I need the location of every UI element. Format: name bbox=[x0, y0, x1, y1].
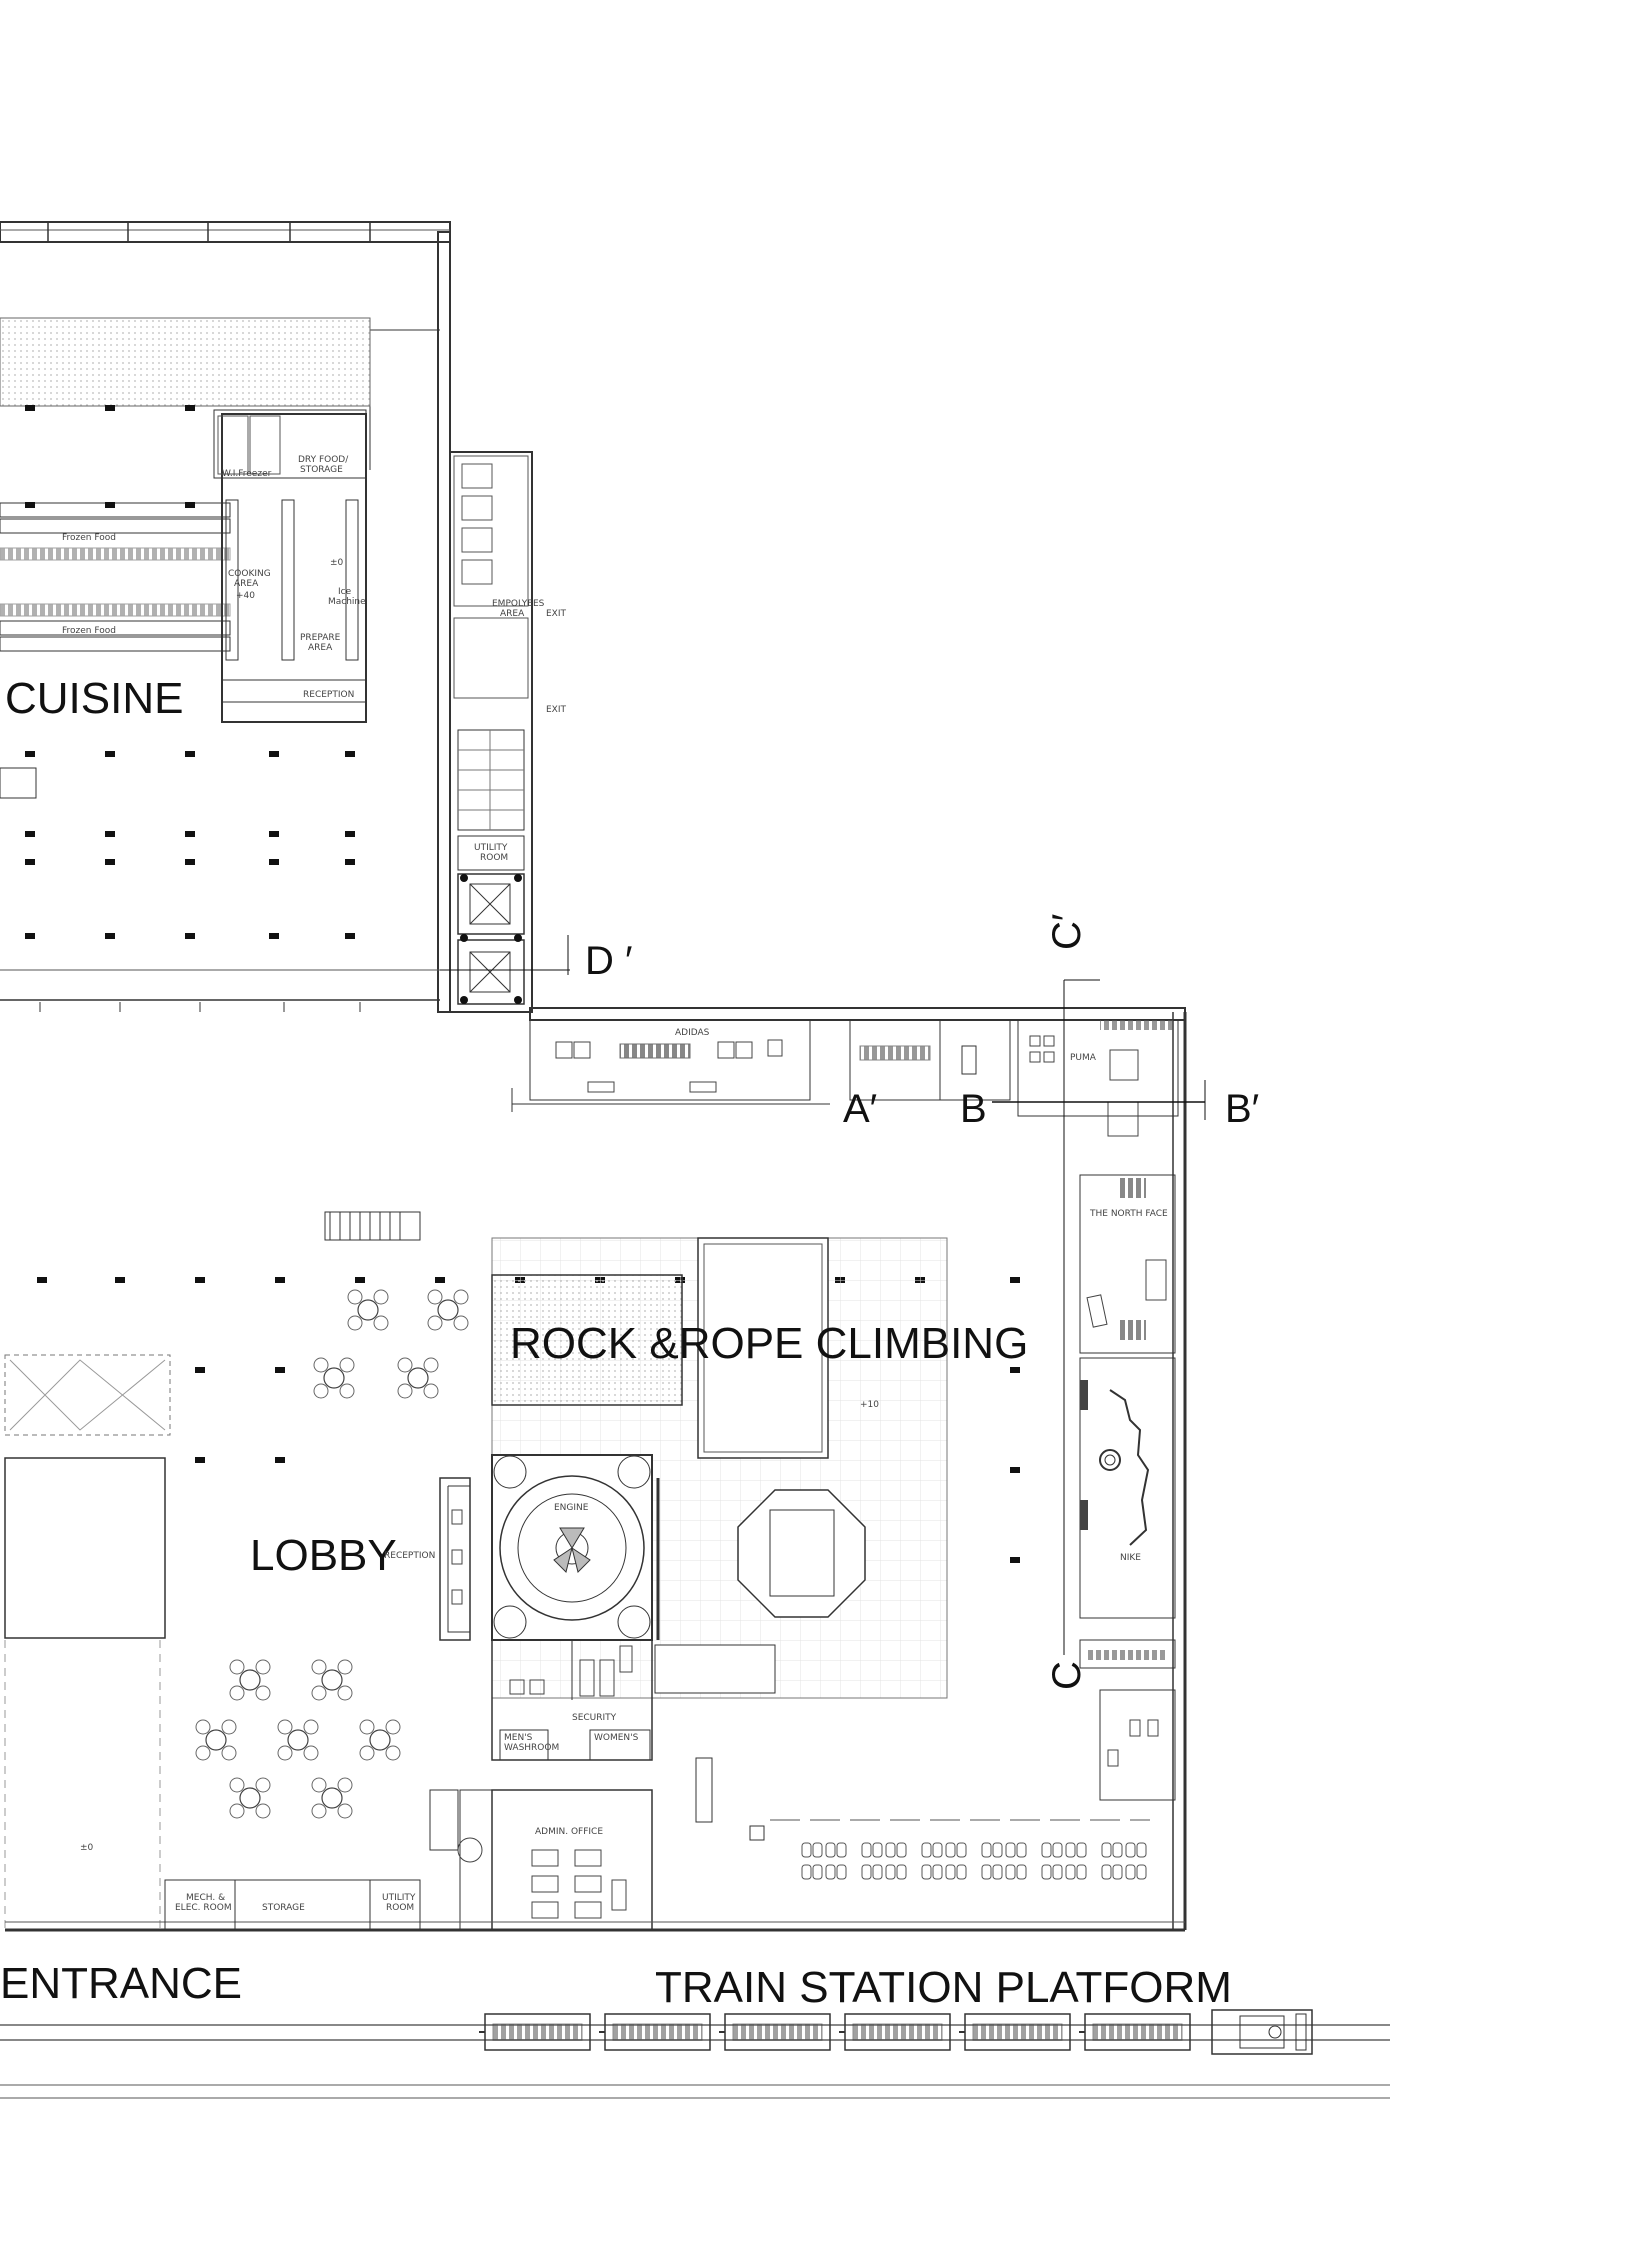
washroom-label: WASHROOM bbox=[504, 1743, 559, 1753]
section-mark-b-prime: B′ bbox=[1225, 1087, 1259, 1131]
section-mark-c: C bbox=[1045, 1661, 1089, 1690]
mens-washroom-label: MEN'S bbox=[504, 1733, 533, 1743]
prepare-area-label-2: AREA bbox=[308, 643, 333, 653]
adidas-label: ADIDAS bbox=[675, 1028, 710, 1038]
utility-room-top-label: UTILITY bbox=[474, 843, 508, 853]
admin-office-label: ADMIN. OFFICE bbox=[535, 1827, 603, 1837]
climbing-zone: ROCK &ROPE CLIMBING +10 ENGINE bbox=[491, 1237, 1028, 1699]
section-lines bbox=[440, 935, 1206, 1655]
cuisine-block: Frozen Food Frozen Food W.I.Freezer DRY … bbox=[0, 221, 451, 1013]
service-rooms: SECURITY MEN'S WOMEN'S WASHROOM ADMIN. O… bbox=[429, 1639, 765, 1931]
storage-bottom-label: STORAGE bbox=[262, 1903, 305, 1913]
storage-top-label: STORAGE bbox=[300, 465, 343, 475]
bottom-rooms: MECH. & ELEC. ROOM STORAGE UTILITY ROOM bbox=[5, 1689, 1185, 1932]
cooking-area-label-2: AREA bbox=[234, 579, 259, 589]
lobby-elevation: ±0 bbox=[80, 1843, 94, 1853]
exit-label-2: EXIT bbox=[546, 705, 567, 715]
womens-washroom-label: WOMEN'S bbox=[594, 1733, 639, 1743]
prepare-area-label: PREPARE bbox=[300, 633, 341, 643]
puma-label: PUMA bbox=[1070, 1053, 1097, 1063]
reception-cuisine-label: RECEPTION bbox=[303, 690, 354, 700]
ice-machine-label-2: Machine bbox=[328, 597, 366, 607]
wifreezer-label: W.I.Freezer bbox=[222, 469, 272, 479]
engine-label: ENGINE bbox=[554, 1503, 589, 1513]
cuisine-label: CUISINE bbox=[5, 674, 183, 723]
cuisine-columns bbox=[25, 405, 355, 939]
cuisine-elevation: ±0 bbox=[330, 558, 344, 568]
utility-room-bottom-label-2: ROOM bbox=[386, 1903, 414, 1913]
frozen-food-label-2: Frozen Food bbox=[62, 626, 116, 636]
train bbox=[478, 2009, 1313, 2055]
employees-area-label: EMPOLYEES bbox=[492, 599, 545, 609]
train-platform-label: TRAIN STATION PLATFORM bbox=[655, 1963, 1232, 2012]
north-face-label: THE NORTH FACE bbox=[1089, 1209, 1168, 1219]
section-mark-a-prime: A′ bbox=[843, 1087, 877, 1131]
dry-food-label: DRY FOOD/ bbox=[298, 455, 349, 465]
cooking-area-label: COOKING bbox=[228, 569, 271, 579]
frozen-food-label-1: Frozen Food bbox=[62, 533, 116, 543]
nike-label: NIKE bbox=[1120, 1553, 1141, 1563]
employees-area-label-2: AREA bbox=[500, 609, 525, 619]
utility-room-top-label-2: ROOM bbox=[480, 853, 508, 863]
security-label: SECURITY bbox=[572, 1713, 617, 1723]
waiting-seats bbox=[801, 1842, 1147, 1880]
mech-elec-label: MECH. & bbox=[186, 1893, 225, 1903]
entrance-label: ENTRANCE bbox=[0, 1959, 242, 2008]
climbing-elevation: +10 bbox=[860, 1400, 879, 1410]
section-mark-c-prime: C′ bbox=[1045, 914, 1089, 950]
reception-lobby-label: RECEPTION bbox=[384, 1551, 435, 1561]
utility-room-bottom-label: UTILITY bbox=[382, 1893, 416, 1903]
section-mark-b: B bbox=[960, 1087, 987, 1131]
service-core: EMPOLYEES AREA EXIT EXIT UTILITY ROOM bbox=[449, 451, 567, 1013]
section-mark-d-prime: D ′ bbox=[585, 939, 633, 983]
ice-machine-label: Ice bbox=[338, 587, 352, 597]
cooking-elevation: +40 bbox=[236, 591, 255, 601]
lobby-label: LOBBY bbox=[250, 1531, 397, 1580]
rock-rope-label: ROCK &ROPE CLIMBING bbox=[510, 1319, 1028, 1368]
retail-strip: ADIDAS PUMA THE NORTH FACE bbox=[511, 1007, 1187, 1930]
exit-label-1: EXIT bbox=[546, 609, 567, 619]
main-hall: LOBBY ±0 RECEPTION bbox=[4, 1211, 1020, 1930]
mech-elec-label-2: ELEC. ROOM bbox=[175, 1903, 232, 1913]
